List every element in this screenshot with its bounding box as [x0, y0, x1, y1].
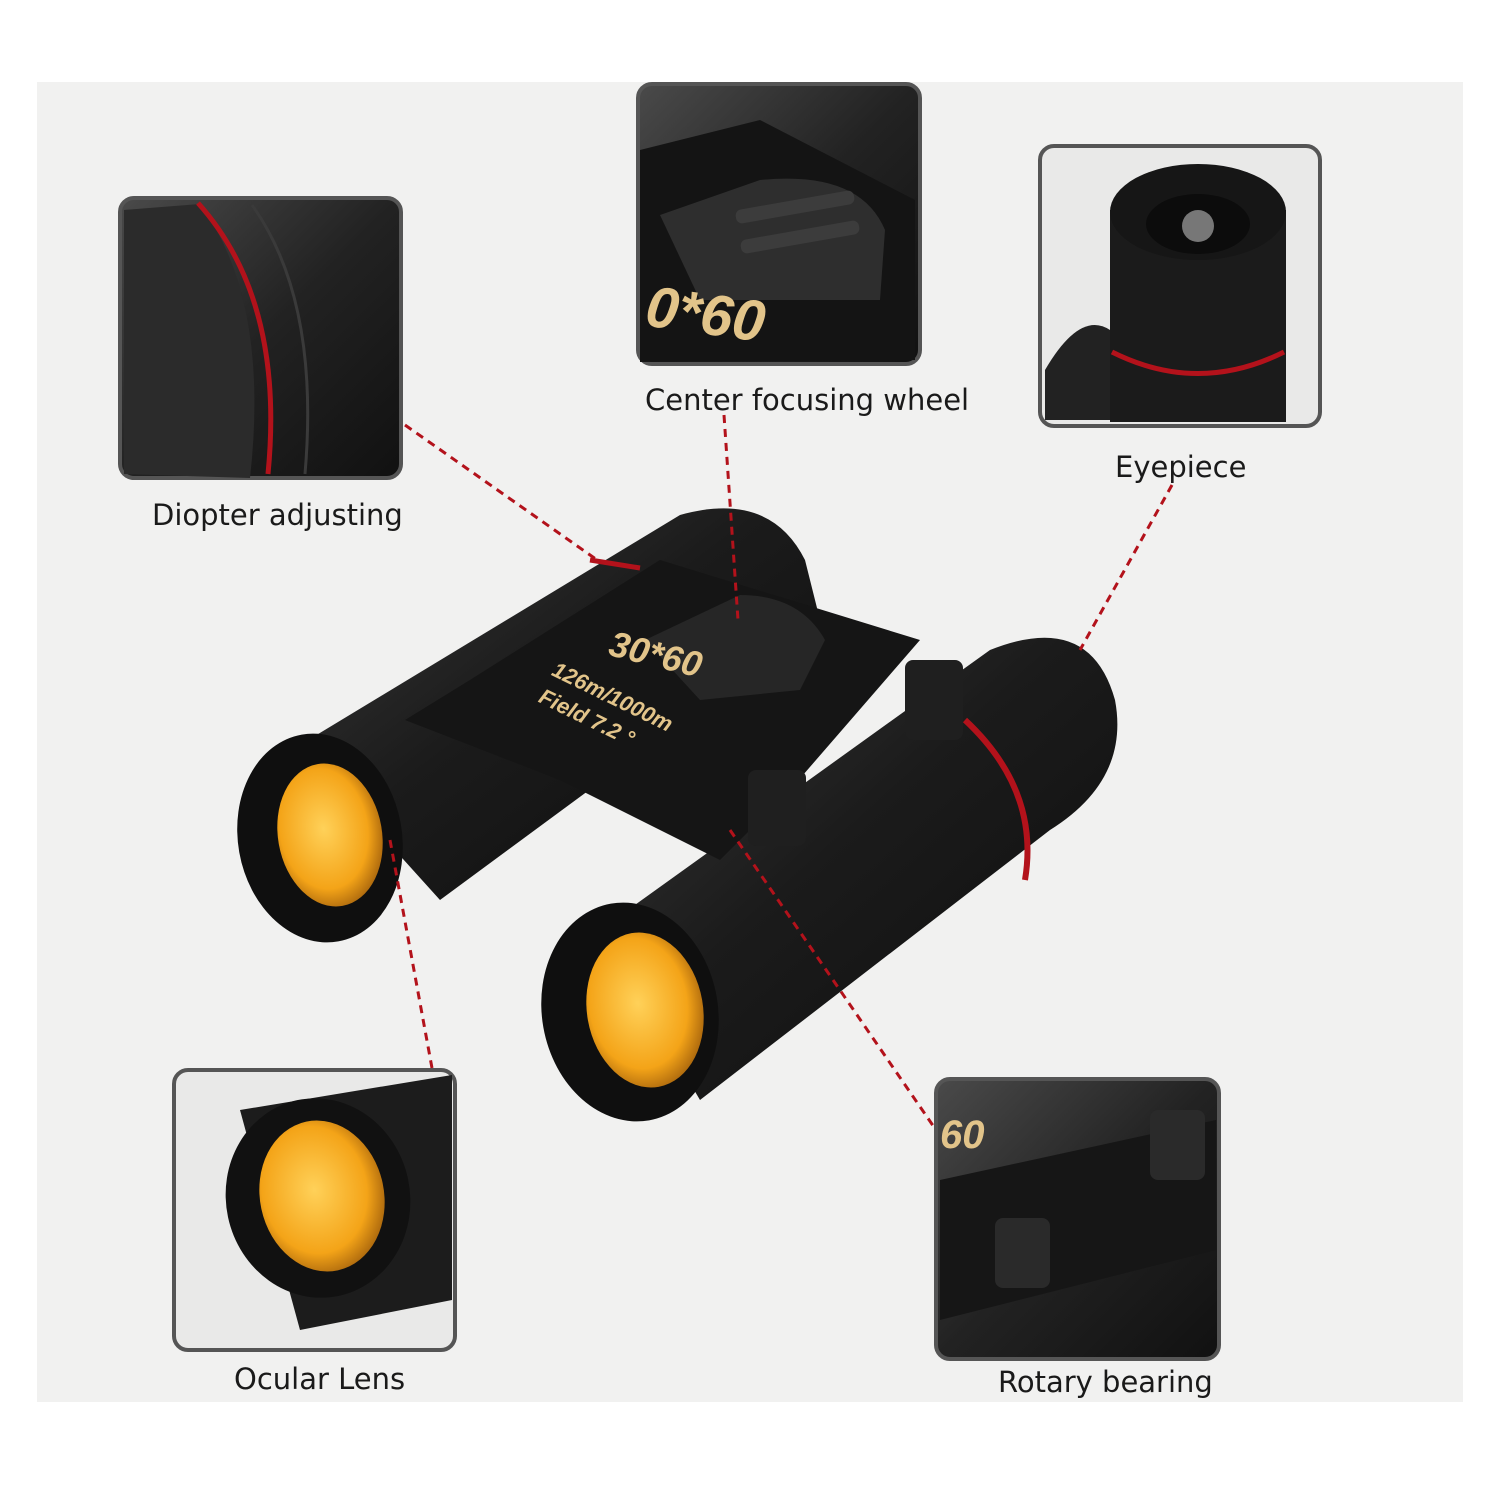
main-binoculars: 30*60 126m/1000m Field 7.2 °	[237, 508, 1118, 1122]
right-objective-lens	[586, 932, 704, 1088]
label-ocular: Ocular Lens	[234, 1362, 406, 1396]
label-rotary: Rotary bearing	[998, 1365, 1213, 1399]
right-tube-body	[600, 637, 1118, 1100]
leader-rotary	[728, 829, 938, 1131]
label-eyepiece: Eyepiece	[1115, 450, 1247, 484]
rotary-hinge-bottom	[995, 1218, 1050, 1288]
leader-ocular	[388, 839, 434, 1069]
eyepiece-red-ring	[1110, 349, 1286, 376]
leader-eyepiece	[1078, 484, 1174, 651]
focus-wheel	[645, 595, 825, 700]
inset-rotary-engraving: 60	[940, 1113, 985, 1157]
leader-lines	[388, 414, 1174, 1131]
right-red-ring	[962, 717, 1031, 881]
inset-eyepiece	[1038, 144, 1322, 428]
ocular-lens-glass	[259, 1120, 385, 1272]
left-objective-lens	[277, 763, 383, 907]
hinge-bottom	[748, 770, 806, 846]
label-diopter: Diopter adjusting	[152, 498, 403, 532]
rotary-hinge-top	[1150, 1110, 1205, 1180]
inset-focus-wheel: 0*60	[636, 82, 922, 366]
inset-rotary: 60	[934, 1077, 1221, 1361]
leader-diopter	[404, 423, 601, 564]
label-focus-wheel: Center focusing wheel	[645, 383, 970, 417]
diopter-red-ring	[196, 201, 274, 475]
inset-diopter	[118, 196, 403, 480]
left-red-ring	[589, 557, 641, 571]
inset-ocular	[172, 1068, 457, 1352]
eyepiece-lens	[1182, 210, 1214, 242]
leader-focus-wheel	[722, 414, 740, 621]
diopter-tube-shape	[124, 204, 255, 478]
hinge-top	[905, 660, 963, 740]
